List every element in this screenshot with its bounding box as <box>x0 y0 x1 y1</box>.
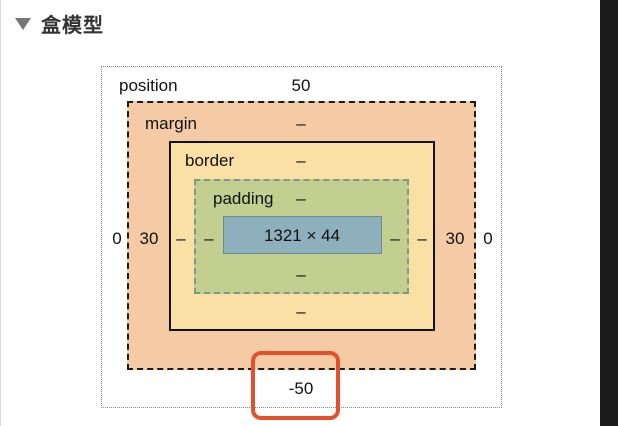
window-edge <box>600 0 618 426</box>
position-bottom-value[interactable]: -50 <box>288 379 314 398</box>
padding-right-value[interactable]: – <box>390 229 400 248</box>
position-label: position <box>119 76 178 95</box>
content-box[interactable] <box>223 216 382 254</box>
margin-label: margin <box>145 114 197 133</box>
border-right-value[interactable]: – <box>417 229 427 248</box>
section-title: 盒模型 <box>41 14 104 37</box>
margin-right-value[interactable]: 30 <box>445 229 465 248</box>
content-size-value[interactable]: 1321 × 44 <box>263 226 341 245</box>
border-bottom-value[interactable]: – <box>296 302 306 321</box>
box-model-section-header[interactable]: 盒模型 <box>15 10 104 37</box>
position-top-value[interactable]: 50 <box>291 76 311 95</box>
margin-top-value[interactable]: – <box>296 114 306 133</box>
highlight-annotation <box>251 351 340 420</box>
padding-top-value[interactable]: – <box>296 189 306 208</box>
padding-label: padding <box>213 189 274 208</box>
styles-sidebar-panel: 盒模型 position margin border padding 50 – … <box>0 0 601 426</box>
border-top-value[interactable]: – <box>296 151 306 170</box>
position-left-value[interactable]: 0 <box>112 229 122 248</box>
margin-left-value[interactable]: 30 <box>139 229 159 248</box>
position-right-value[interactable]: 0 <box>483 229 493 248</box>
disclosure-triangle-down-icon[interactable] <box>15 18 31 30</box>
padding-bottom-value[interactable]: – <box>296 265 306 284</box>
border-left-value[interactable]: – <box>176 229 186 248</box>
border-label: border <box>185 151 235 170</box>
padding-left-value[interactable]: – <box>204 229 214 248</box>
